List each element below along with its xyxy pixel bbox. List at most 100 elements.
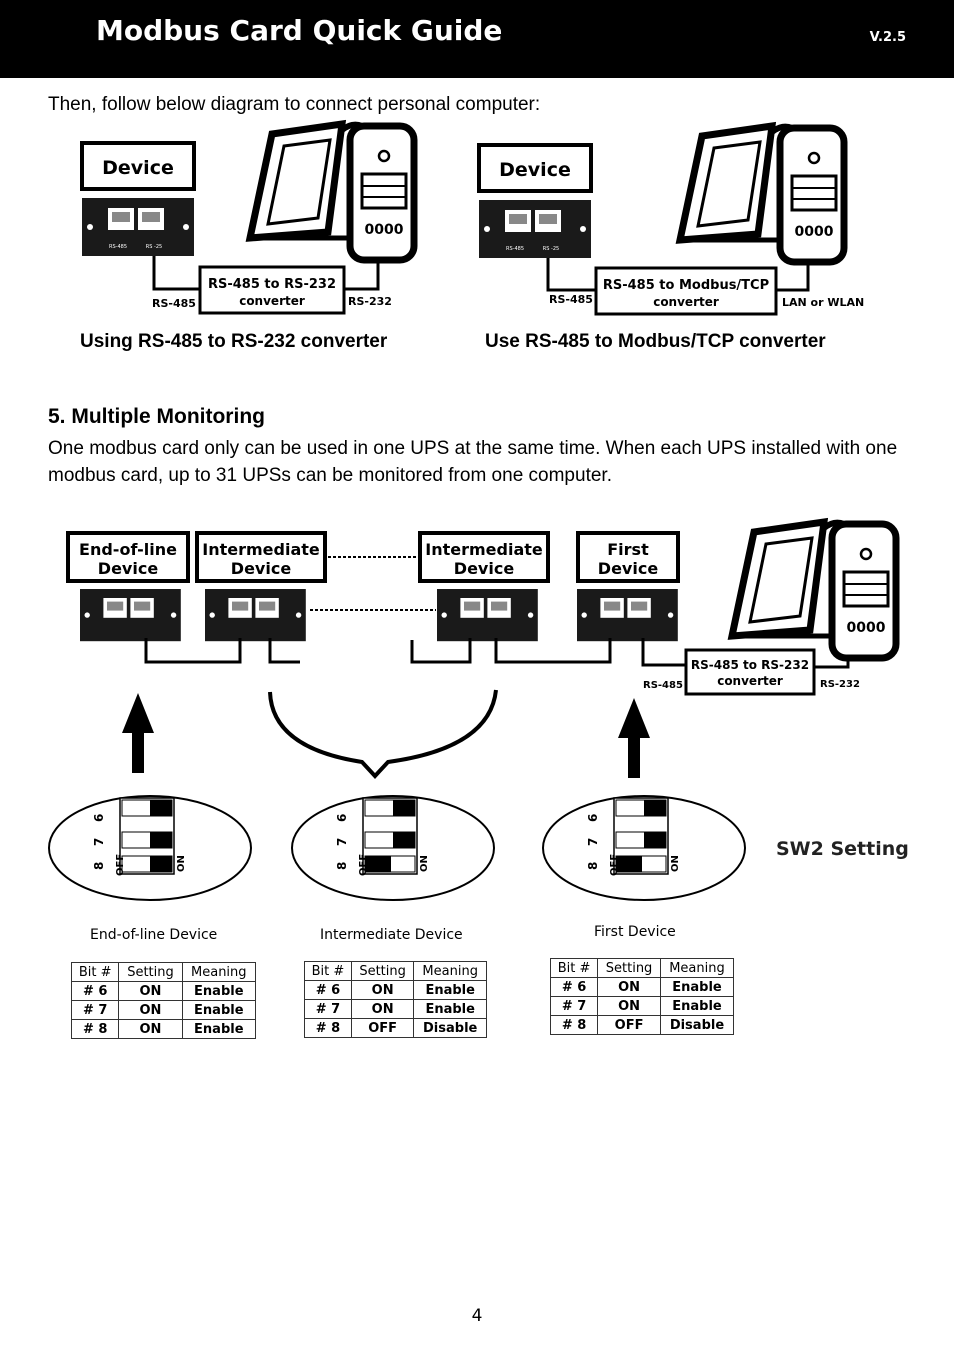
device-label: First (607, 540, 649, 559)
converter-box (198, 265, 346, 315)
diagram-rs232: Device RS-485 RS -25 RS-485 to RS-232 co… (80, 124, 414, 315)
page-header: Modbus Card Quick Guide V.2.5 (0, 0, 954, 78)
dip-label: 7 (92, 838, 106, 846)
computer-icon (680, 126, 844, 262)
dip-label: ON (419, 855, 430, 872)
sw2-setting-label: SW2 Setting (776, 838, 909, 860)
dip-label: 7 (335, 838, 349, 846)
caption-modbus-tcp: Use RS-485 to Modbus/TCP converter (485, 331, 826, 352)
device-label: Device (98, 559, 159, 578)
up-arrow-icon (122, 693, 154, 773)
converter-label: converter (717, 674, 783, 688)
intro-text: Then, follow below diagram to connect pe… (48, 94, 541, 115)
device-label: Device (231, 559, 292, 578)
port-label: RS -25 (146, 244, 162, 250)
table-header: Setting (350, 961, 415, 981)
computer-icon (732, 522, 896, 658)
modbus-card (80, 589, 181, 642)
dip-label: OFF (609, 854, 620, 876)
dip-label: ON (670, 855, 681, 872)
table-header: Bit # (70, 962, 120, 982)
converter-label: RS-485 to RS-232 (208, 277, 336, 292)
dip-label: 8 (335, 862, 349, 870)
device-label: Intermediate (202, 540, 320, 559)
dip-label: OFF (358, 854, 369, 876)
device-box (80, 141, 196, 191)
device-box (576, 531, 680, 583)
table-caption: End-of-line Device (90, 927, 218, 943)
table-header: Bit # (549, 958, 599, 978)
section-title: 5. Multiple Monitoring (48, 405, 265, 428)
device-label: Device (499, 159, 571, 181)
port-text: RS-232 (348, 295, 392, 308)
converter-box (594, 266, 778, 316)
brace-icon (268, 689, 498, 779)
dip-label: 7 (586, 838, 600, 846)
page-number: 4 (471, 1306, 483, 1326)
table-header: Bit # (304, 961, 352, 981)
converter-label: RS-485 to Modbus/TCP (603, 278, 769, 293)
port-label: RS-485 (506, 246, 524, 252)
device-label: End-of-line (79, 540, 177, 559)
table-header: Meaning (413, 961, 487, 981)
table-caption: First Device (594, 924, 676, 940)
dip-label: 6 (586, 814, 600, 822)
modbus-card (205, 589, 306, 642)
dip-label: 8 (586, 862, 600, 870)
port-label: RS -25 (543, 246, 559, 252)
table-header: Meaning (181, 962, 257, 982)
port-text: RS-485 (152, 297, 196, 310)
device-label: Intermediate (425, 540, 543, 559)
dip-switch-first: 6 7 8 OFF ON (542, 795, 746, 901)
table-caption: Intermediate Device (320, 927, 463, 943)
caption-rs232: Using RS-485 to RS-232 converter (80, 331, 388, 352)
modbus-card (437, 589, 538, 642)
port-text: LAN or WLAN (782, 296, 864, 309)
converter-label: RS-485 to RS-232 (691, 658, 809, 672)
device-box (477, 143, 593, 193)
modbus-card (82, 198, 194, 256)
section-body: One modbus card only can be used in one … (48, 438, 898, 486)
port-text: RS-485 (643, 680, 683, 691)
table-header: Meaning (659, 958, 735, 978)
dip-switch-end: 6 7 8 OFF ON (48, 795, 252, 901)
dip-label: 6 (335, 814, 349, 822)
dip-label: OFF (115, 854, 126, 876)
chain-diagram: End-of-line Device Intermediate Device I… (48, 522, 909, 901)
device-box (418, 531, 550, 583)
device-label: Device (598, 559, 659, 578)
dip-label: ON (176, 855, 187, 872)
port-label: RS-485 (109, 244, 127, 250)
dip-label: 8 (92, 862, 106, 870)
port-text: RS-232 (820, 679, 860, 690)
document-title: Modbus Card Quick Guide (96, 14, 503, 47)
converter-box (684, 648, 816, 696)
table-header: Setting (597, 958, 661, 978)
converter-label: converter (653, 295, 719, 309)
port-text: RS-485 (549, 293, 593, 306)
diagram-modbus-tcp: Device RS-485 RS -25 RS-485 to Modbus/TC… (477, 126, 864, 316)
computer-icon (250, 124, 414, 260)
table-header: Setting (118, 962, 183, 982)
device-label: Device (454, 559, 515, 578)
modbus-card (577, 589, 678, 642)
device-box (195, 531, 327, 583)
dip-switch-intermediate: 6 7 8 OFF ON (291, 795, 495, 901)
up-arrow-icon (618, 698, 650, 778)
device-box (66, 531, 190, 583)
device-label: Device (102, 157, 174, 179)
modbus-card (479, 200, 591, 258)
